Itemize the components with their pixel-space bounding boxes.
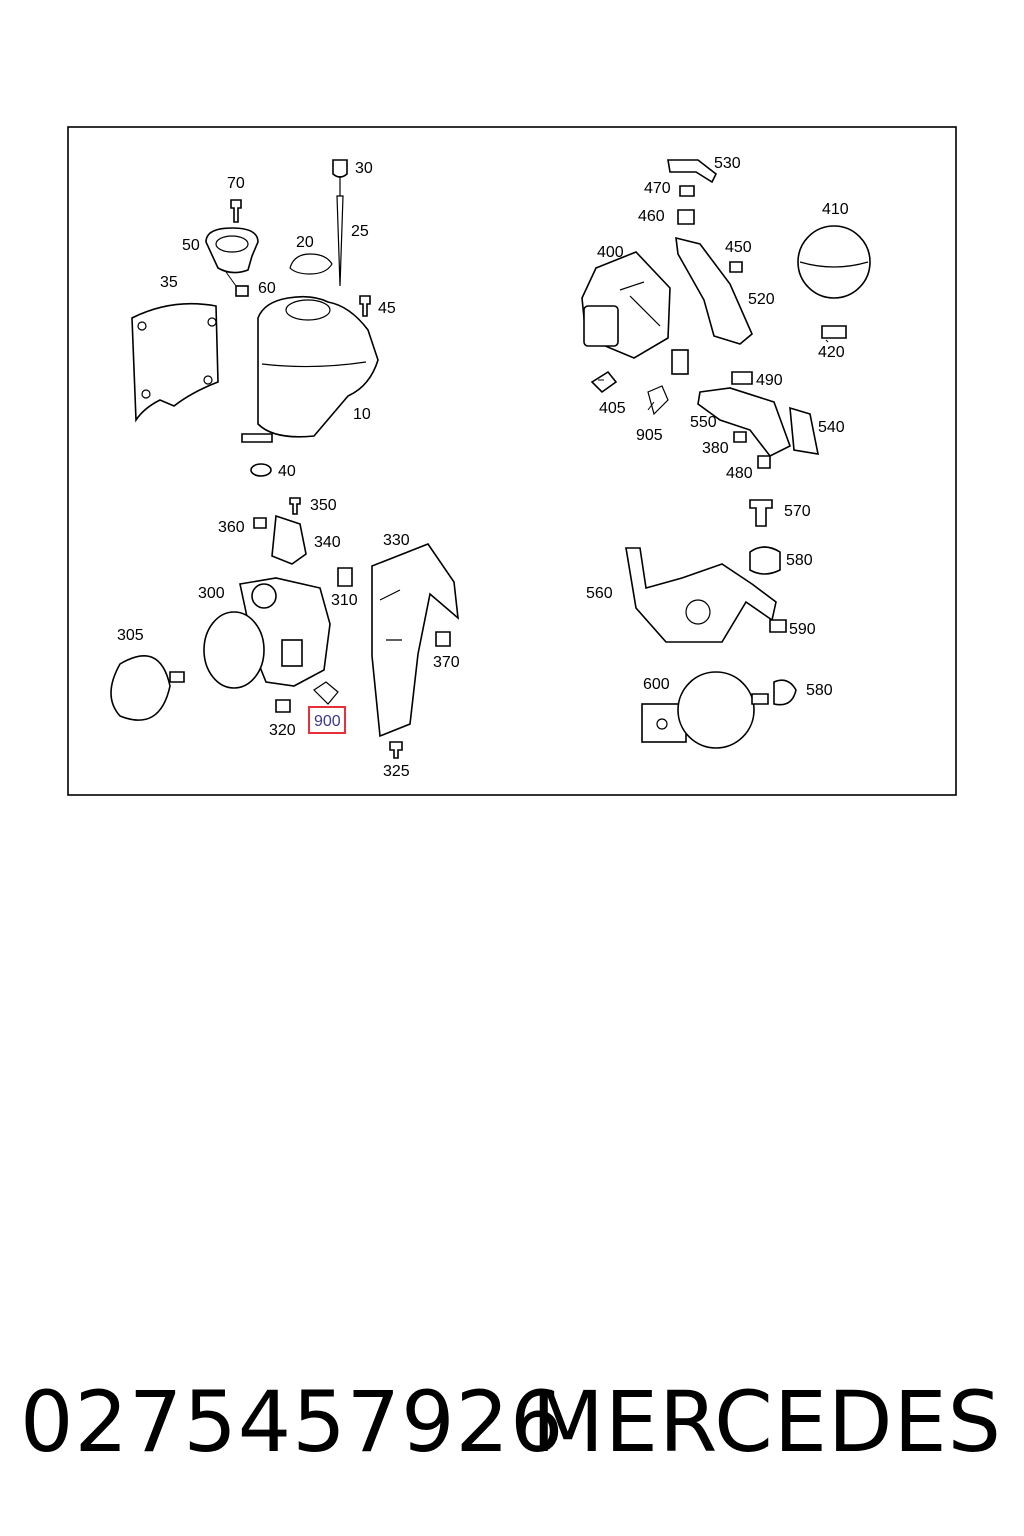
part-480-nut: [757, 455, 771, 469]
part-905-tag: [647, 385, 669, 416]
part-330-bracket: [371, 543, 460, 738]
callout-35: 35: [160, 274, 178, 291]
part-30-cap: [332, 159, 348, 178]
callout-70: 70: [227, 175, 245, 192]
part-sphere-pump: [203, 611, 265, 689]
part-600-accumulator: [677, 671, 755, 749]
callout-25: 25: [351, 223, 369, 240]
callout-550: 550: [690, 414, 717, 431]
part-520-bracket: [675, 236, 753, 345]
callout-45: 45: [378, 300, 396, 317]
callout-580a: 580: [786, 552, 813, 569]
part-40-grommet: [250, 463, 272, 477]
callout-540: 540: [818, 419, 845, 436]
callout-370: 370: [433, 654, 460, 671]
part-405-sensor: [590, 370, 618, 394]
callout-470: 470: [644, 180, 671, 197]
callout-20: 20: [296, 234, 314, 251]
part-20-gasket: [289, 253, 333, 275]
part-570-bolt: [749, 499, 773, 527]
part-580-mount-lower: [773, 679, 797, 706]
part-350-screw: [289, 497, 301, 515]
part-320-grommet: [275, 699, 291, 713]
part-60-clip: [235, 285, 249, 297]
callout-330: 330: [383, 532, 410, 549]
callout-60: 60: [258, 280, 276, 297]
part-310-valve: [337, 567, 353, 587]
part-360-bolt: [253, 517, 267, 529]
part-540-plate: [789, 406, 820, 455]
part-590-nut: [769, 619, 787, 633]
callout-460: 460: [638, 208, 665, 225]
part-number: 0275457926: [20, 1373, 565, 1471]
part-470-bolt: [679, 185, 695, 197]
callout-900: 900: [314, 713, 341, 730]
callout-580b: 580: [806, 682, 833, 699]
part-460-bushing: [677, 209, 695, 225]
callout-405: 405: [599, 400, 626, 417]
callout-310: 310: [331, 592, 358, 609]
part-900-tag: [313, 681, 339, 705]
part-25-dipstick: [336, 176, 344, 287]
callout-410: 410: [822, 201, 849, 218]
callout-350: 350: [310, 497, 337, 514]
callout-30: 30: [355, 160, 373, 177]
part-530-bracket: [667, 159, 718, 184]
part-35-heat-shield: [131, 302, 219, 423]
callout-420: 420: [818, 344, 845, 361]
callout-300: 300: [198, 585, 225, 602]
callout-360: 360: [218, 519, 245, 536]
part-45-screw: [359, 295, 371, 317]
callout-320: 320: [269, 722, 296, 739]
callout-40: 40: [278, 463, 296, 480]
part-580-mount-upper: [749, 546, 781, 575]
callout-50: 50: [182, 237, 200, 254]
part-50-filler-neck: [205, 227, 259, 274]
callout-480: 480: [726, 465, 753, 482]
callout-520: 520: [748, 291, 775, 308]
diagram-frame: [67, 126, 957, 796]
part-420-fitting: [821, 325, 847, 339]
callout-490: 490: [756, 372, 783, 389]
callout-325: 325: [383, 763, 410, 780]
callout-905: 905: [636, 427, 663, 444]
callout-400: 400: [597, 244, 624, 261]
callout-570: 570: [784, 503, 811, 520]
part-560-bracket: [625, 547, 777, 643]
brand-name: MERCEDES: [531, 1373, 1002, 1471]
callout-530: 530: [714, 155, 741, 172]
part-70-screw: [230, 199, 242, 223]
callout-380: 380: [702, 440, 729, 457]
part-490-nut: [731, 371, 753, 385]
highlight-box-900: [308, 706, 346, 734]
callout-10: 10: [353, 406, 371, 423]
part-370-nut: [435, 631, 451, 647]
callout-450: 450: [725, 239, 752, 256]
part-325-screw: [389, 741, 403, 759]
callout-305: 305: [117, 627, 144, 644]
part-305-accumulator: [110, 654, 171, 721]
part-410-accumulator: [797, 225, 871, 299]
callout-340: 340: [314, 534, 341, 551]
part-380-bolt: [733, 431, 747, 443]
footer: 0275457926 MERCEDES: [0, 1372, 1024, 1482]
callout-560: 560: [586, 585, 613, 602]
callout-590: 590: [789, 621, 816, 638]
part-340-bracket: [271, 514, 307, 565]
part-450-bolt: [729, 261, 743, 273]
callout-600: 600: [643, 676, 670, 693]
